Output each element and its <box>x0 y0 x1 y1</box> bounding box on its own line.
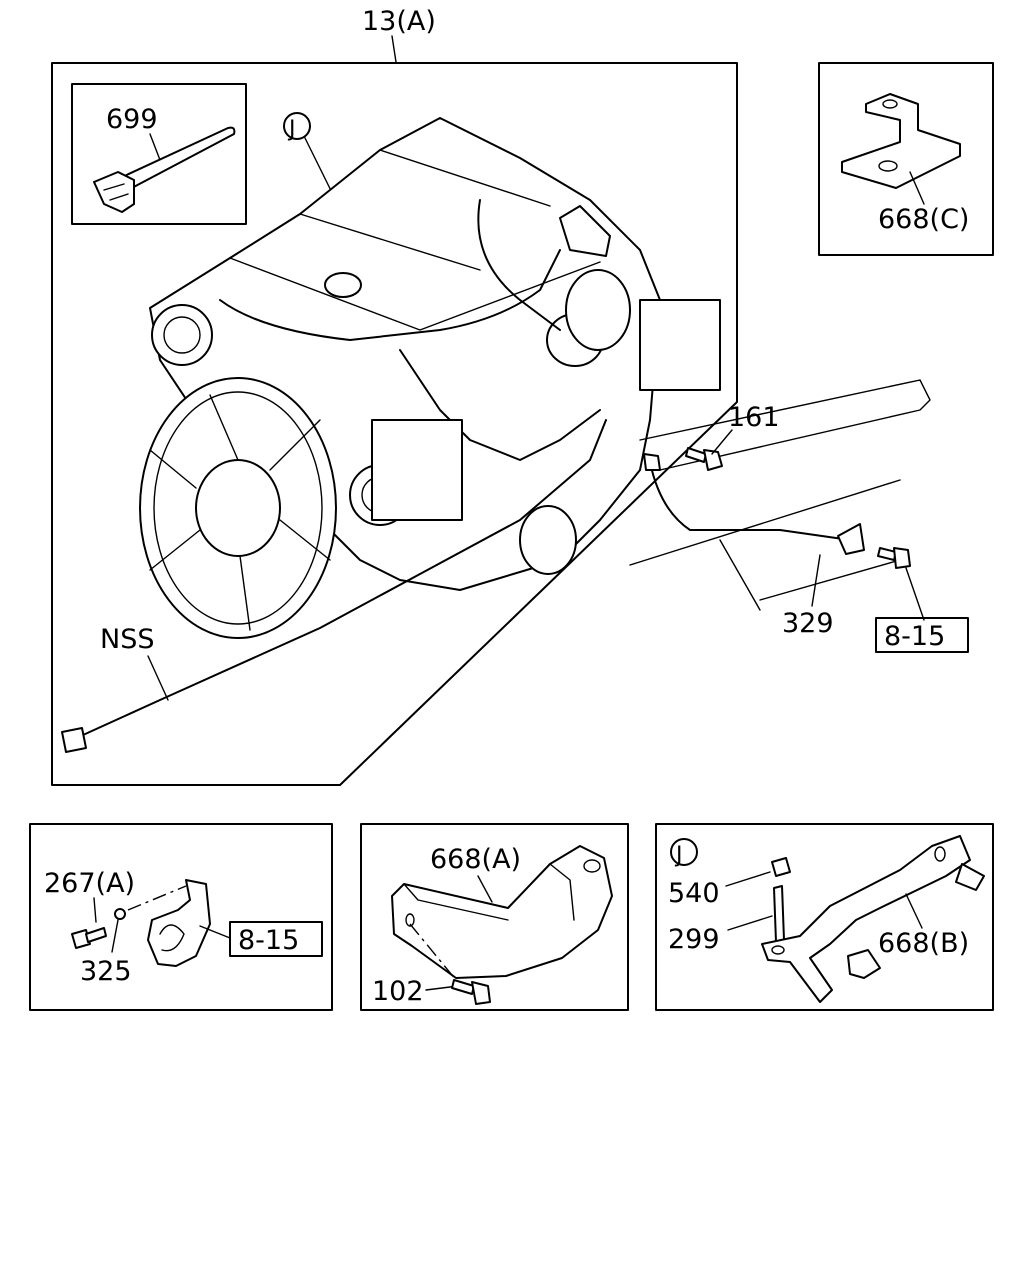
tie-strap-inset-border <box>71 83 247 225</box>
cooling-fan-icon <box>139 377 337 639</box>
tie-strap-icon <box>93 126 236 213</box>
bolt-102-centerline <box>409 923 457 981</box>
ground-cable-329 <box>649 461 851 541</box>
tie-strap-leader <box>149 133 161 161</box>
stud-299-leader <box>727 915 773 931</box>
frame-rail-area: 161 329 8-15 <box>629 379 969 653</box>
main-assembly-panel: 13(A) 699 J <box>51 6 738 786</box>
ref-8-15-label: 8-15 <box>884 621 945 652</box>
ref-j-marker <box>283 112 311 140</box>
bracket-b-leader <box>905 893 923 929</box>
nut-540-leader <box>725 871 771 887</box>
bolt-267a-leader <box>93 897 97 923</box>
main-panel-border <box>51 62 738 786</box>
tie-strap-inset: 699 <box>71 83 247 225</box>
detail-j-inset-border <box>655 823 994 1011</box>
nut-540-icon <box>771 857 791 877</box>
ref-j-label: J <box>287 117 296 142</box>
stud-299-label: 299 <box>668 924 720 955</box>
bolt-102-label: 102 <box>372 976 424 1007</box>
harness-clip-icon <box>147 879 211 967</box>
bolt-161-leader <box>711 429 733 455</box>
bolt-8-15-icon <box>877 547 911 569</box>
tie-strap-label: 699 <box>106 104 158 135</box>
ref-8-15-box <box>875 617 969 653</box>
clip-ref-label: 8-15 <box>238 925 299 956</box>
bolt-102-icon <box>451 979 491 1005</box>
cable-329-leader <box>811 554 821 607</box>
bracket-c-inset: 668(C) <box>818 62 994 256</box>
washer-325-label: 325 <box>80 956 132 987</box>
clip-ref-box <box>229 921 323 957</box>
bolt-267a-icon <box>71 927 107 949</box>
bracket-b-label: 668(B) <box>878 928 969 959</box>
nss-harness-line <box>71 419 607 741</box>
ground-cable-terminal-icon <box>643 453 661 471</box>
nss-leader <box>147 655 169 701</box>
washer-325-leader <box>111 919 119 953</box>
frame-rail-body <box>629 479 901 611</box>
frame-rail-top <box>639 379 931 471</box>
bracket-c-inset-border <box>818 62 994 256</box>
bracket-a-leader <box>477 875 493 903</box>
ref-8-15-leader <box>905 567 925 621</box>
clip-ref-leader <box>199 925 231 939</box>
bracket-a-inset: 668(A) 102 <box>360 823 629 1011</box>
clip-centerline <box>127 885 187 911</box>
bolt-161-icon <box>685 447 723 471</box>
bracket-a-inset-border <box>360 823 629 1011</box>
bracket-a-icon <box>391 845 613 979</box>
assembly-leader <box>391 35 397 63</box>
bracket-b-icon <box>761 835 985 1003</box>
assembly-label: 13(A) <box>362 6 436 37</box>
ground-cable-lug-icon <box>837 523 865 555</box>
bracket-c-label: 668(C) <box>878 204 969 235</box>
bracket-c-leader <box>909 171 925 205</box>
nss-connector-icon <box>61 727 87 753</box>
nut-540-label: 540 <box>668 878 720 909</box>
clip-inset-border <box>29 823 333 1011</box>
bracket-c-icon <box>841 93 961 189</box>
stud-299-icon <box>773 885 785 943</box>
detail-j-marker <box>670 838 698 866</box>
bolt-161-label: 161 <box>728 402 780 433</box>
detail-j-inset: J 540 299 668(B) <box>655 823 994 1011</box>
nss-label: NSS <box>100 624 154 655</box>
clip-inset: 267(A) 325 8-15 <box>29 823 333 1011</box>
cable-329-label: 329 <box>782 608 834 639</box>
washer-325-icon <box>114 908 126 920</box>
detail-j-label: J <box>674 843 683 868</box>
bolt-267a-label: 267(A) <box>44 868 135 899</box>
bracket-a-label: 668(A) <box>430 844 521 875</box>
